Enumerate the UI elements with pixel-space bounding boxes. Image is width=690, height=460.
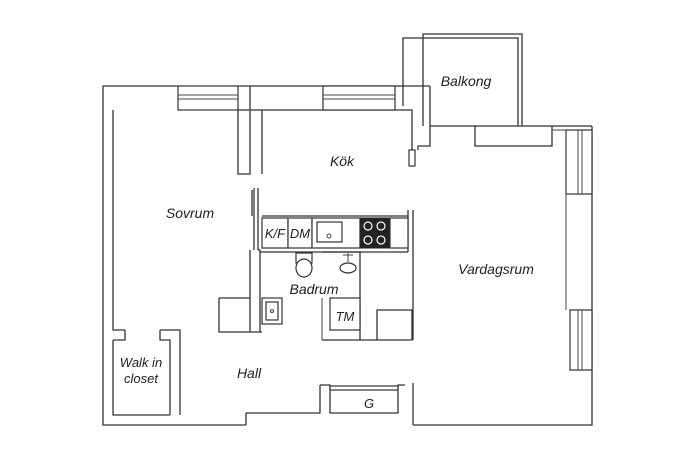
balcony [402, 33, 523, 126]
label-balkong: Balkong [441, 73, 492, 89]
interior-walls [112, 110, 414, 416]
label-sovrum: Sovrum [166, 205, 215, 221]
kitchen-door [408, 149, 416, 167]
bathroom-fixtures [261, 252, 361, 340]
label-vardagsrum: Vardagsrum [458, 261, 534, 277]
label-hall: Hall [237, 365, 262, 381]
label-kok: Kök [330, 153, 355, 169]
windows [177, 85, 593, 371]
closet-door [329, 385, 399, 391]
label-badrum: Badrum [289, 281, 338, 297]
label-g: G [364, 396, 374, 411]
kitchen-counter [261, 217, 409, 249]
label-dm: DM [290, 226, 310, 241]
label-kf: K/F [265, 226, 286, 241]
label-closet: closet [124, 371, 159, 386]
label-walk-in: Walk in [120, 355, 162, 370]
label-tm: TM [336, 309, 355, 324]
